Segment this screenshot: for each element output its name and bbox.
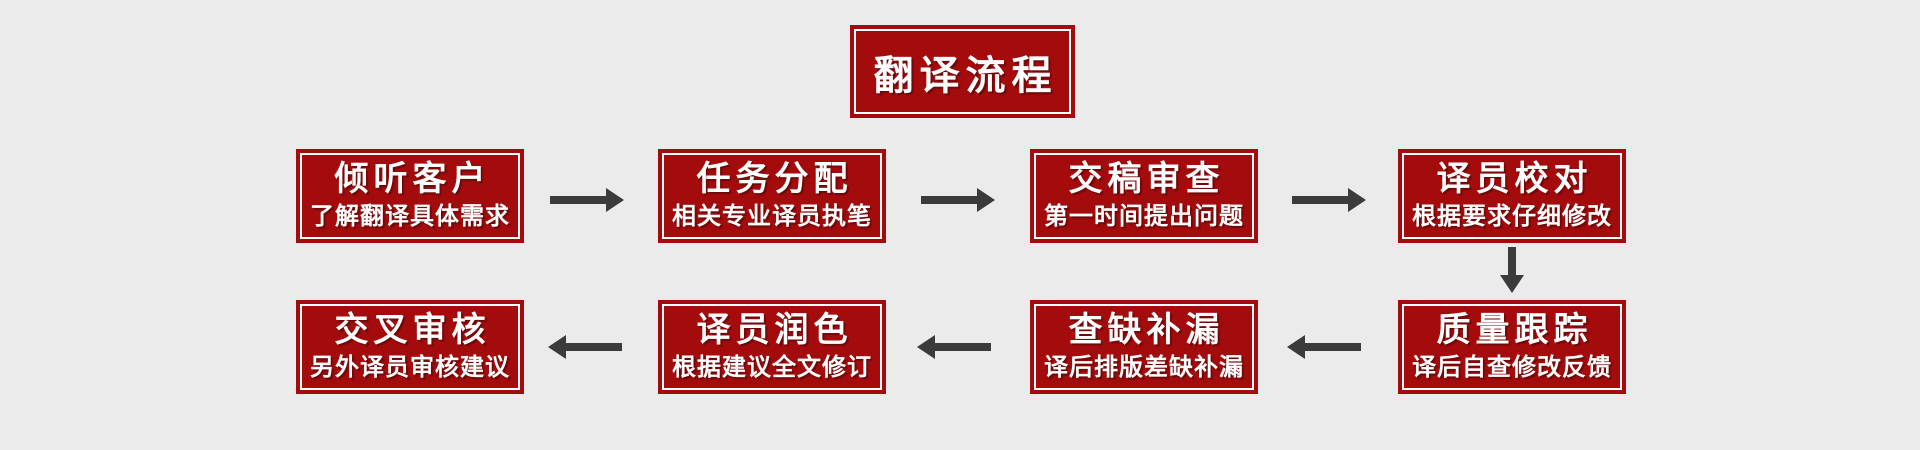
step-subtitle: 译后自查修改反馈 [1412,354,1612,382]
flow-step-listen-client: 倾听客户 了解翻译具体需求 [296,149,524,243]
flow-step-gap-checking: 查缺补漏 译后排版差缺补漏 [1030,300,1258,394]
step-subtitle: 译后排版差缺补漏 [1044,354,1244,382]
flow-step-quality-tracking: 质量跟踪 译后自查修改反馈 [1398,300,1626,394]
arrow-left-icon [917,334,991,360]
step-subtitle: 了解翻译具体需求 [310,203,510,231]
flow-step-cross-review: 交叉审核 另外译员审核建议 [296,300,524,394]
page-title: 翻译流程 [873,53,1058,98]
arrow-right-icon [550,187,624,213]
step-subtitle: 根据要求仔细修改 [1412,203,1612,231]
step-title: 译员校对 [1436,160,1593,199]
step-title: 质量跟踪 [1436,311,1593,350]
arrow-left-icon [1287,334,1361,360]
flow-step-submission-review: 交稿审查 第一时间提出问题 [1030,149,1258,243]
step-title: 倾听客户 [334,160,491,199]
arrow-right-icon [1292,187,1366,213]
step-subtitle: 根据建议全文修订 [672,354,872,382]
step-title: 任务分配 [696,160,853,199]
flowchart-title-box: 翻译流程 [850,25,1075,118]
step-subtitle: 相关专业译员执笔 [672,203,872,231]
flow-step-task-assignment: 任务分配 相关专业译员执笔 [658,149,886,243]
arrow-left-icon [548,334,622,360]
step-title: 交叉审核 [334,311,491,350]
arrow-down-icon [1499,247,1525,293]
flow-step-translator-proofreading: 译员校对 根据要求仔细修改 [1398,149,1626,243]
step-subtitle: 另外译员审核建议 [310,354,510,382]
flow-step-translator-polishing: 译员润色 根据建议全文修订 [658,300,886,394]
step-title: 交稿审查 [1068,160,1225,199]
flowchart-title-inner: 翻译流程 [854,29,1071,114]
step-subtitle: 第一时间提出问题 [1044,203,1244,231]
step-title: 查缺补漏 [1068,311,1225,350]
arrow-right-icon [921,187,995,213]
step-title: 译员润色 [696,311,853,350]
